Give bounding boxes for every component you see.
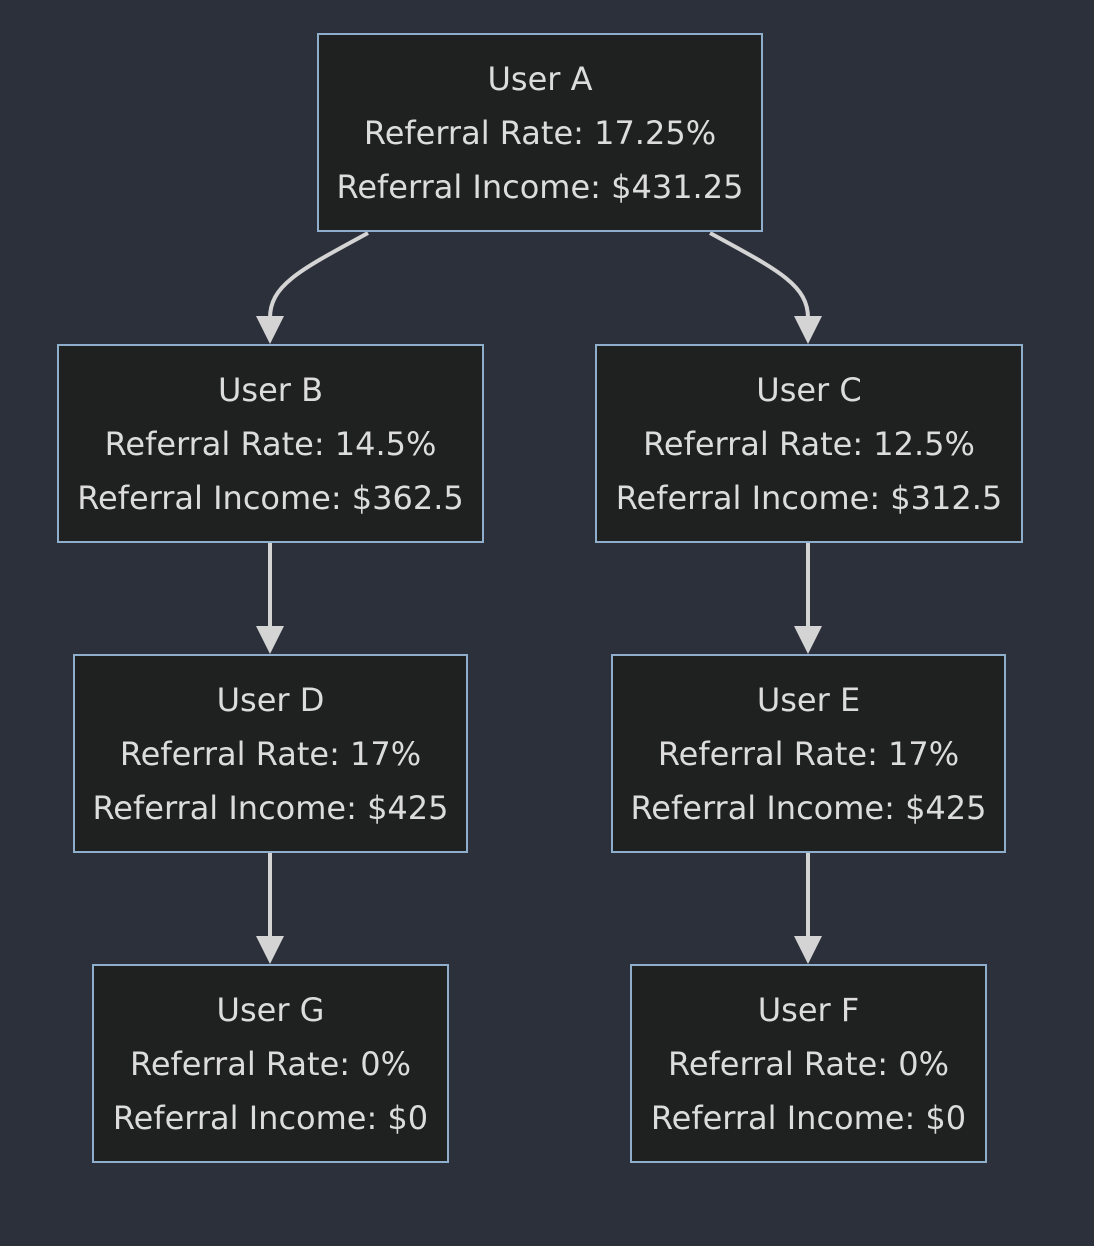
node-referral-income: Referral Income: $425 (92, 788, 449, 827)
node-user-e: User E Referral Rate: 17% Referral Incom… (611, 654, 1006, 853)
node-user-g: User G Referral Rate: 0% Referral Income… (92, 964, 449, 1163)
arrowhead-f (794, 936, 822, 964)
node-referral-rate: Referral Rate: 17% (657, 734, 960, 773)
node-name: User G (216, 990, 325, 1029)
node-name: User C (756, 370, 862, 409)
node-name: User F (757, 990, 860, 1029)
node-referral-rate: Referral Rate: 17.25% (363, 113, 717, 152)
node-referral-rate: Referral Rate: 0% (130, 1044, 411, 1083)
node-user-f: User F Referral Rate: 0% Referral Income… (630, 964, 987, 1163)
node-name: User A (487, 59, 593, 98)
node-name: User B (217, 370, 324, 409)
node-referral-rate: Referral Rate: 14.5% (104, 424, 437, 463)
node-referral-income: Referral Income: $0 (650, 1098, 967, 1137)
arrowhead-b (256, 316, 284, 344)
node-referral-income: Referral Income: $312.5 (615, 478, 1003, 517)
node-user-b: User B Referral Rate: 14.5% Referral Inc… (57, 344, 484, 543)
node-referral-income: Referral Income: $431.25 (336, 167, 744, 206)
arrowhead-d (256, 626, 284, 654)
edge-a-c (709, 231, 810, 319)
node-referral-rate: Referral Rate: 17% (119, 734, 422, 773)
node-user-a: User A Referral Rate: 17.25% Referral In… (317, 33, 763, 232)
node-name: User E (756, 680, 861, 719)
node-name: User D (216, 680, 325, 719)
node-referral-rate: Referral Rate: 12.5% (643, 424, 975, 463)
arrowhead-c (794, 316, 822, 344)
node-user-c: User C Referral Rate: 12.5% Referral Inc… (595, 344, 1023, 543)
node-referral-rate: Referral Rate: 0% (668, 1044, 949, 1083)
arrowhead-g (256, 936, 284, 964)
node-referral-income: Referral Income: $425 (630, 788, 987, 827)
arrowhead-e (794, 626, 822, 654)
node-user-d: User D Referral Rate: 17% Referral Incom… (73, 654, 468, 853)
edge-a-b (268, 231, 369, 319)
node-referral-income: Referral Income: $362.5 (77, 478, 464, 517)
node-referral-income: Referral Income: $0 (112, 1098, 429, 1137)
